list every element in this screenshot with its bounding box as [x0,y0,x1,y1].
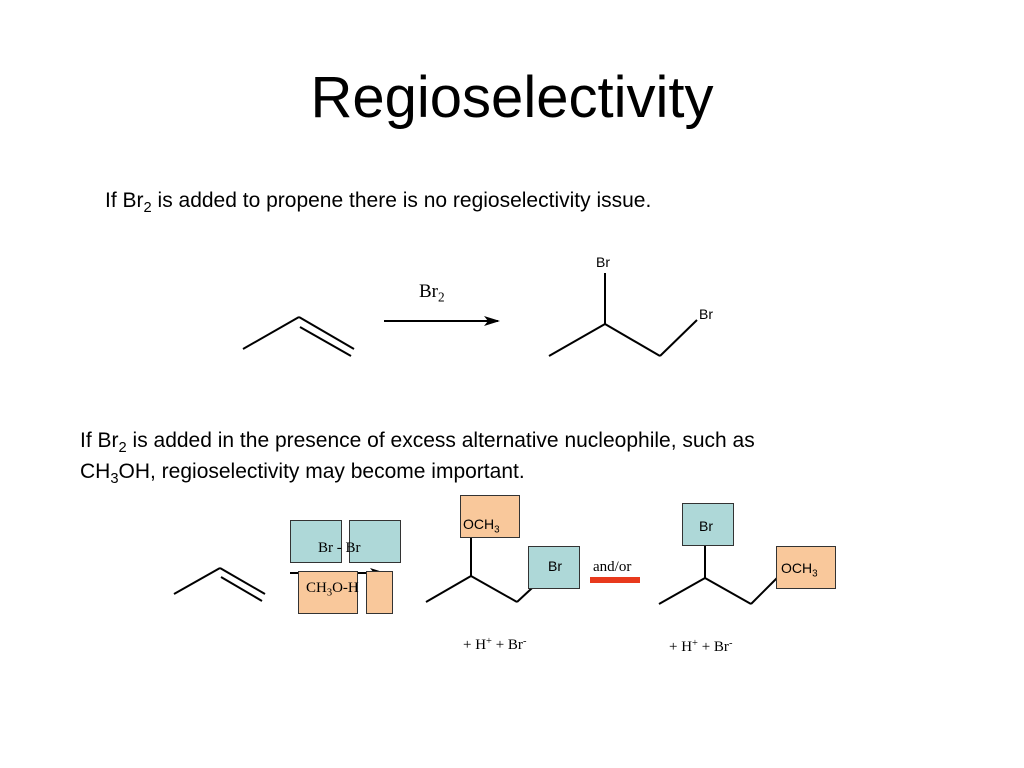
byproducts1-h: + H [463,637,487,653]
byproducts2-h-charge: + [692,637,698,649]
methanol-sub: 3 [326,587,333,599]
product2-och3-label: OCH3 [781,560,818,580]
statement-nucleophile: If Br2 is added in the presence of exces… [80,425,755,487]
h-box [366,571,393,614]
product1-br-box [528,546,580,589]
product2-och3-box [776,546,836,589]
byproducts1-br-charge: - [522,635,527,647]
ch3o-box [298,571,358,614]
reagent-sub: 2 [438,289,445,305]
byproducts1-h-charge: + [486,635,492,647]
byproducts2-br-charge: - [728,637,733,649]
byproducts2-h: + H [669,639,693,655]
br-left-box [290,520,342,563]
statement2-rest: OH, regioselectivity may become importan… [118,460,525,483]
statement1-pre: If Br [105,189,144,212]
reagent-br: Br [419,281,438,302]
product-br-top-label: Br [596,254,610,270]
statement2-ch-sub: 3 [110,471,119,488]
product2-och: OCH [781,560,813,576]
dibromopropane-structure [548,273,698,357]
methanol-oh: O-H [332,580,359,596]
statement2-ch: CH [80,460,111,483]
br-right-box [349,520,401,563]
product2-och-sub: 3 [812,568,818,580]
propene-structure-1 [242,316,355,357]
br-br-label: Br - Br [318,540,361,556]
product1-och3-label: OCH3 [463,516,500,536]
and-or-highlight-bar [590,577,640,583]
byproducts1-br: + Br [495,637,523,653]
statement2-line1: If Br2 is added in the presence of exces… [80,425,755,456]
slide-title: Regioselectivity [310,65,714,130]
statement2-sub: 2 [118,440,127,457]
product2-structure [658,544,778,605]
product1-br-label: Br [548,558,562,574]
and-or-label: and/or [593,559,632,575]
byproducts-2: + H+ + Br- [669,637,733,656]
statement1-sub: 2 [143,200,152,217]
statement2-post: is added in the presence of excess alter… [126,429,755,452]
statement-no-regioselectivity: If Br2 is added to propene there is no r… [105,186,651,216]
product1-och: OCH [463,516,495,532]
byproducts-1: + H+ + Br- [463,635,527,654]
product1-och-sub: 3 [494,524,500,536]
statement1-post: is added to propene there is no regiosel… [151,189,652,212]
product-br-right-label: Br [699,306,713,322]
methanol-label: CH3O-H [306,580,359,599]
product1-och3-box [460,495,520,538]
propene-structure-2 [173,567,266,602]
reagent-br2-label: Br2 [419,281,445,305]
byproducts2-br: + Br [701,639,729,655]
product2-br-label: Br [699,518,713,534]
product2-br-box [682,503,734,546]
statement2-line2: CH3OH, regioselectivity may become impor… [80,456,755,487]
statement2-pre: If Br [80,429,119,452]
methanol-ch: CH [306,580,327,596]
